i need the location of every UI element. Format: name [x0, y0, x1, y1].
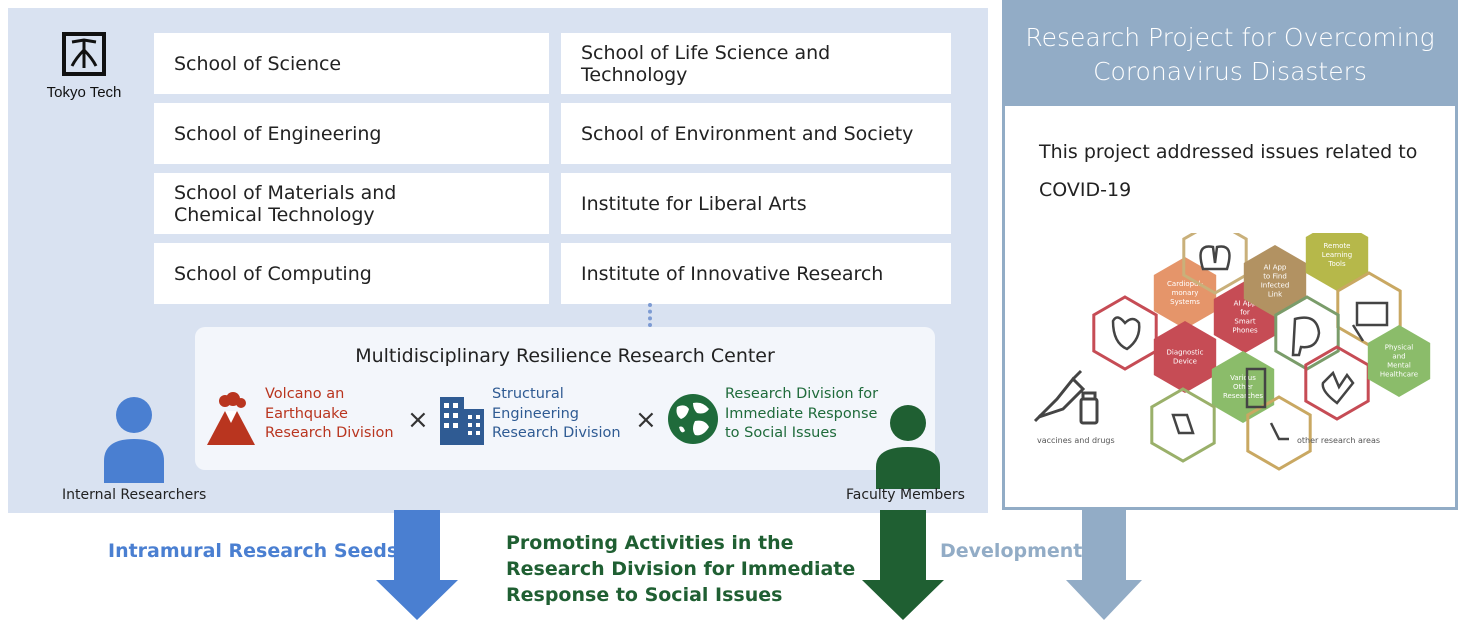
- tokyo-tech-logo: Tokyo Tech: [44, 32, 124, 101]
- promoting-activities-label: Promoting Activities in the Research Div…: [506, 532, 856, 606]
- project-title: Research Project for Overcoming Coronavi…: [1005, 3, 1455, 106]
- social-issues-division-label: Research Division for Immediate Response…: [725, 386, 879, 441]
- icon-hexagon: [1150, 387, 1216, 463]
- icon-hexagon: [1246, 395, 1312, 471]
- lab-flask-microscope-icon: [1171, 413, 1289, 441]
- down-arrow-icon: [862, 510, 944, 620]
- cross-symbol: ×: [407, 405, 429, 435]
- school-of-engineering: School of Engineering: [154, 103, 549, 164]
- globe-icon: [668, 394, 718, 444]
- faculty-members-label: Faculty Members: [846, 487, 965, 503]
- research-hexagon: [1367, 325, 1431, 397]
- logo-caption: Tokyo Tech: [46, 84, 122, 101]
- institute-for-liberal-arts: Institute for Liberal Arts: [561, 173, 951, 234]
- volcano-icon: [207, 392, 255, 445]
- other-areas-caption: other research areas: [1297, 436, 1380, 445]
- lungs-icon: [1199, 245, 1231, 271]
- research-hexagon: [1243, 245, 1307, 317]
- tokyo-tech-emblem-icon: [62, 32, 106, 76]
- institute-of-innovative-research: Institute of Innovative Research: [561, 243, 951, 304]
- intramural-seeds-label: Intramural Research Seeds: [108, 540, 399, 562]
- school-of-environment: School of Environment and Society: [561, 103, 951, 164]
- icon-hexagon: [1092, 295, 1158, 371]
- down-arrow-icon: [376, 510, 458, 620]
- internal-researchers-label: Internal Researchers: [62, 487, 207, 503]
- teacher-board-icon: [1351, 301, 1389, 342]
- smartphone-icon: [1245, 367, 1267, 409]
- heart-pulse-icon: [1321, 370, 1355, 405]
- school-of-computing: School of Computing: [154, 243, 549, 304]
- resilience-center-box: Multidisciplinary Resilience Research Ce…: [195, 327, 935, 470]
- structural-division-label: Structural Engineering Research Division: [492, 386, 621, 441]
- school-of-science: School of Science: [154, 33, 549, 94]
- vaccines-caption: vaccines and drugs: [1037, 436, 1115, 445]
- project-panel: Research Project for Overcoming Coronavi…: [1002, 0, 1458, 510]
- research-hexagon: [1305, 233, 1369, 291]
- school-of-materials: School of Materials and Chemical Technol…: [154, 173, 549, 234]
- internal-researcher-icon: [104, 397, 164, 483]
- research-hexagon: [1153, 321, 1217, 393]
- brain-head-icon: [1291, 316, 1321, 357]
- icon-hexagon: [1182, 233, 1248, 295]
- center-title: Multidisciplinary Resilience Research Ce…: [355, 345, 775, 367]
- connector-dots: [648, 303, 653, 327]
- faculty-member-icon: [876, 405, 940, 489]
- research-hexagon: [1153, 257, 1217, 329]
- volcano-division-label: Volcano an Earthquake Research Division: [265, 386, 394, 441]
- heart-icon: [1111, 316, 1141, 351]
- down-arrow-icon: [1066, 510, 1142, 620]
- project-description: This project addressed issues related to…: [1039, 141, 1418, 201]
- pill-bottle-icon: [1079, 391, 1099, 425]
- cross-symbol: ×: [635, 405, 657, 435]
- development-label: Development: [940, 540, 1083, 562]
- building-icon: [440, 397, 484, 445]
- school-of-life-science: School of Life Science and Technology: [561, 33, 951, 94]
- syringe-icon: [1033, 369, 1086, 423]
